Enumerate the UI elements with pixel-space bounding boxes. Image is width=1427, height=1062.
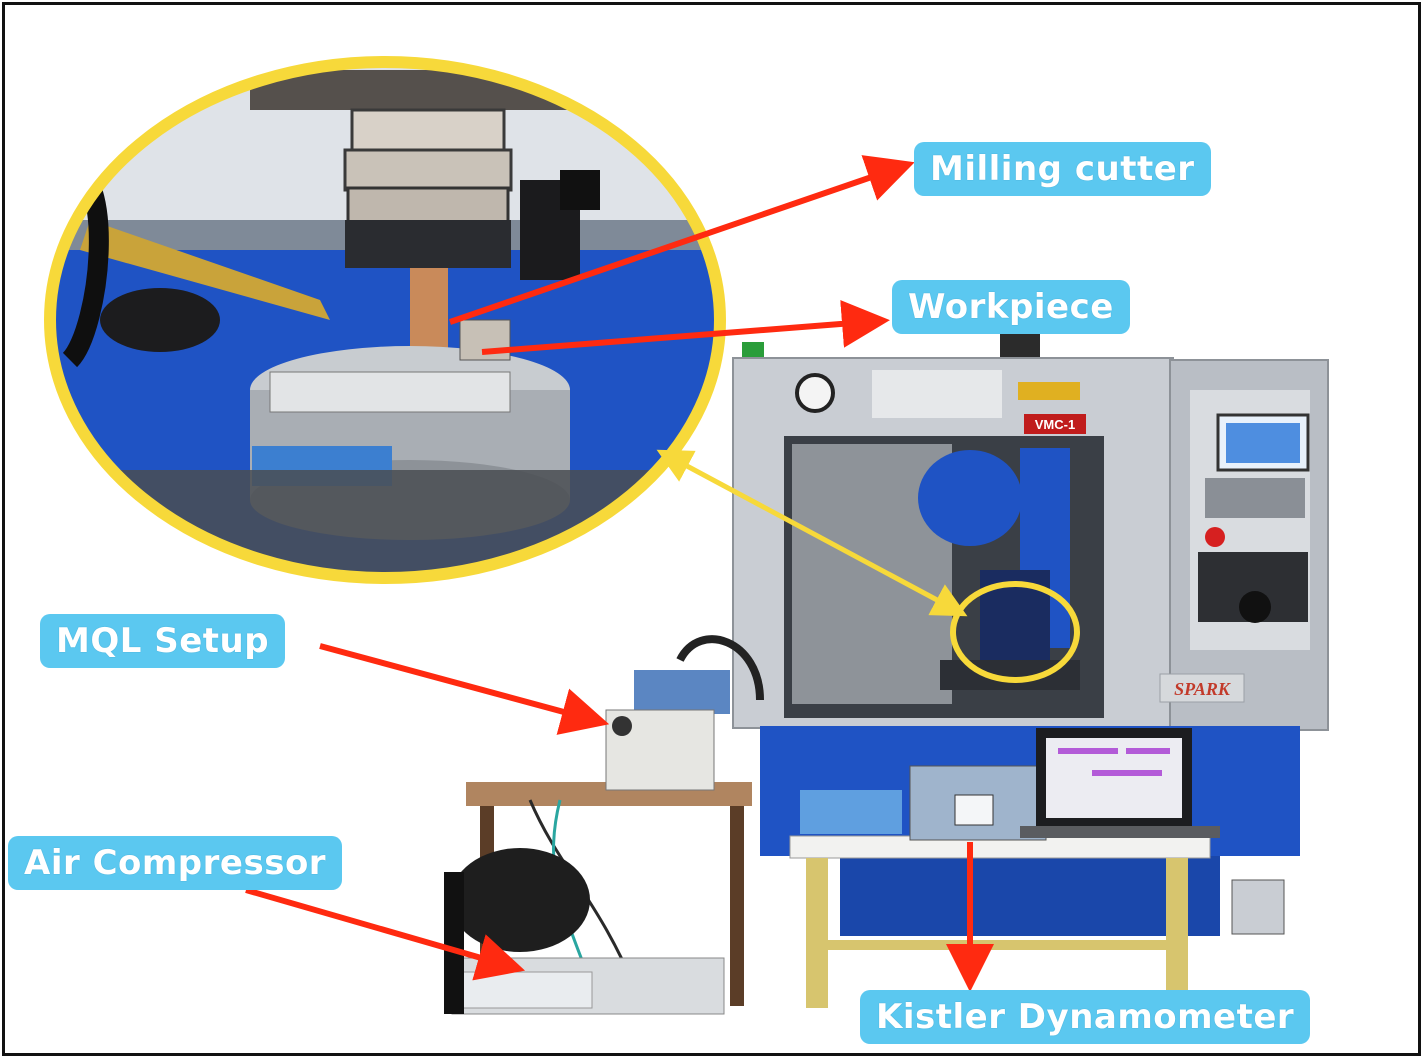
zoom-inset	[44, 56, 726, 584]
bench-equipment	[444, 635, 1220, 1015]
label-air-compressor: Air Compressor	[8, 836, 343, 890]
highlight-circle	[950, 581, 1080, 683]
label-mql-setup: MQL Setup	[40, 614, 286, 668]
arrow-air-compressor	[245, 887, 526, 981]
model-badge-text: VMC-1	[1035, 417, 1075, 432]
label-kistler-dynamometer: Kistler Dynamometer	[860, 990, 1311, 1044]
arrow-milling-cutter	[449, 155, 915, 325]
label-workpiece: Workpiece	[892, 280, 1130, 334]
label-milling-cutter: Milling cutter	[914, 142, 1211, 196]
arrow-mql-setup	[319, 643, 610, 735]
spark-plate-text: SPARK	[1174, 679, 1232, 699]
arrow-workpiece	[481, 299, 890, 355]
zoom-link-arrow	[656, 449, 968, 617]
